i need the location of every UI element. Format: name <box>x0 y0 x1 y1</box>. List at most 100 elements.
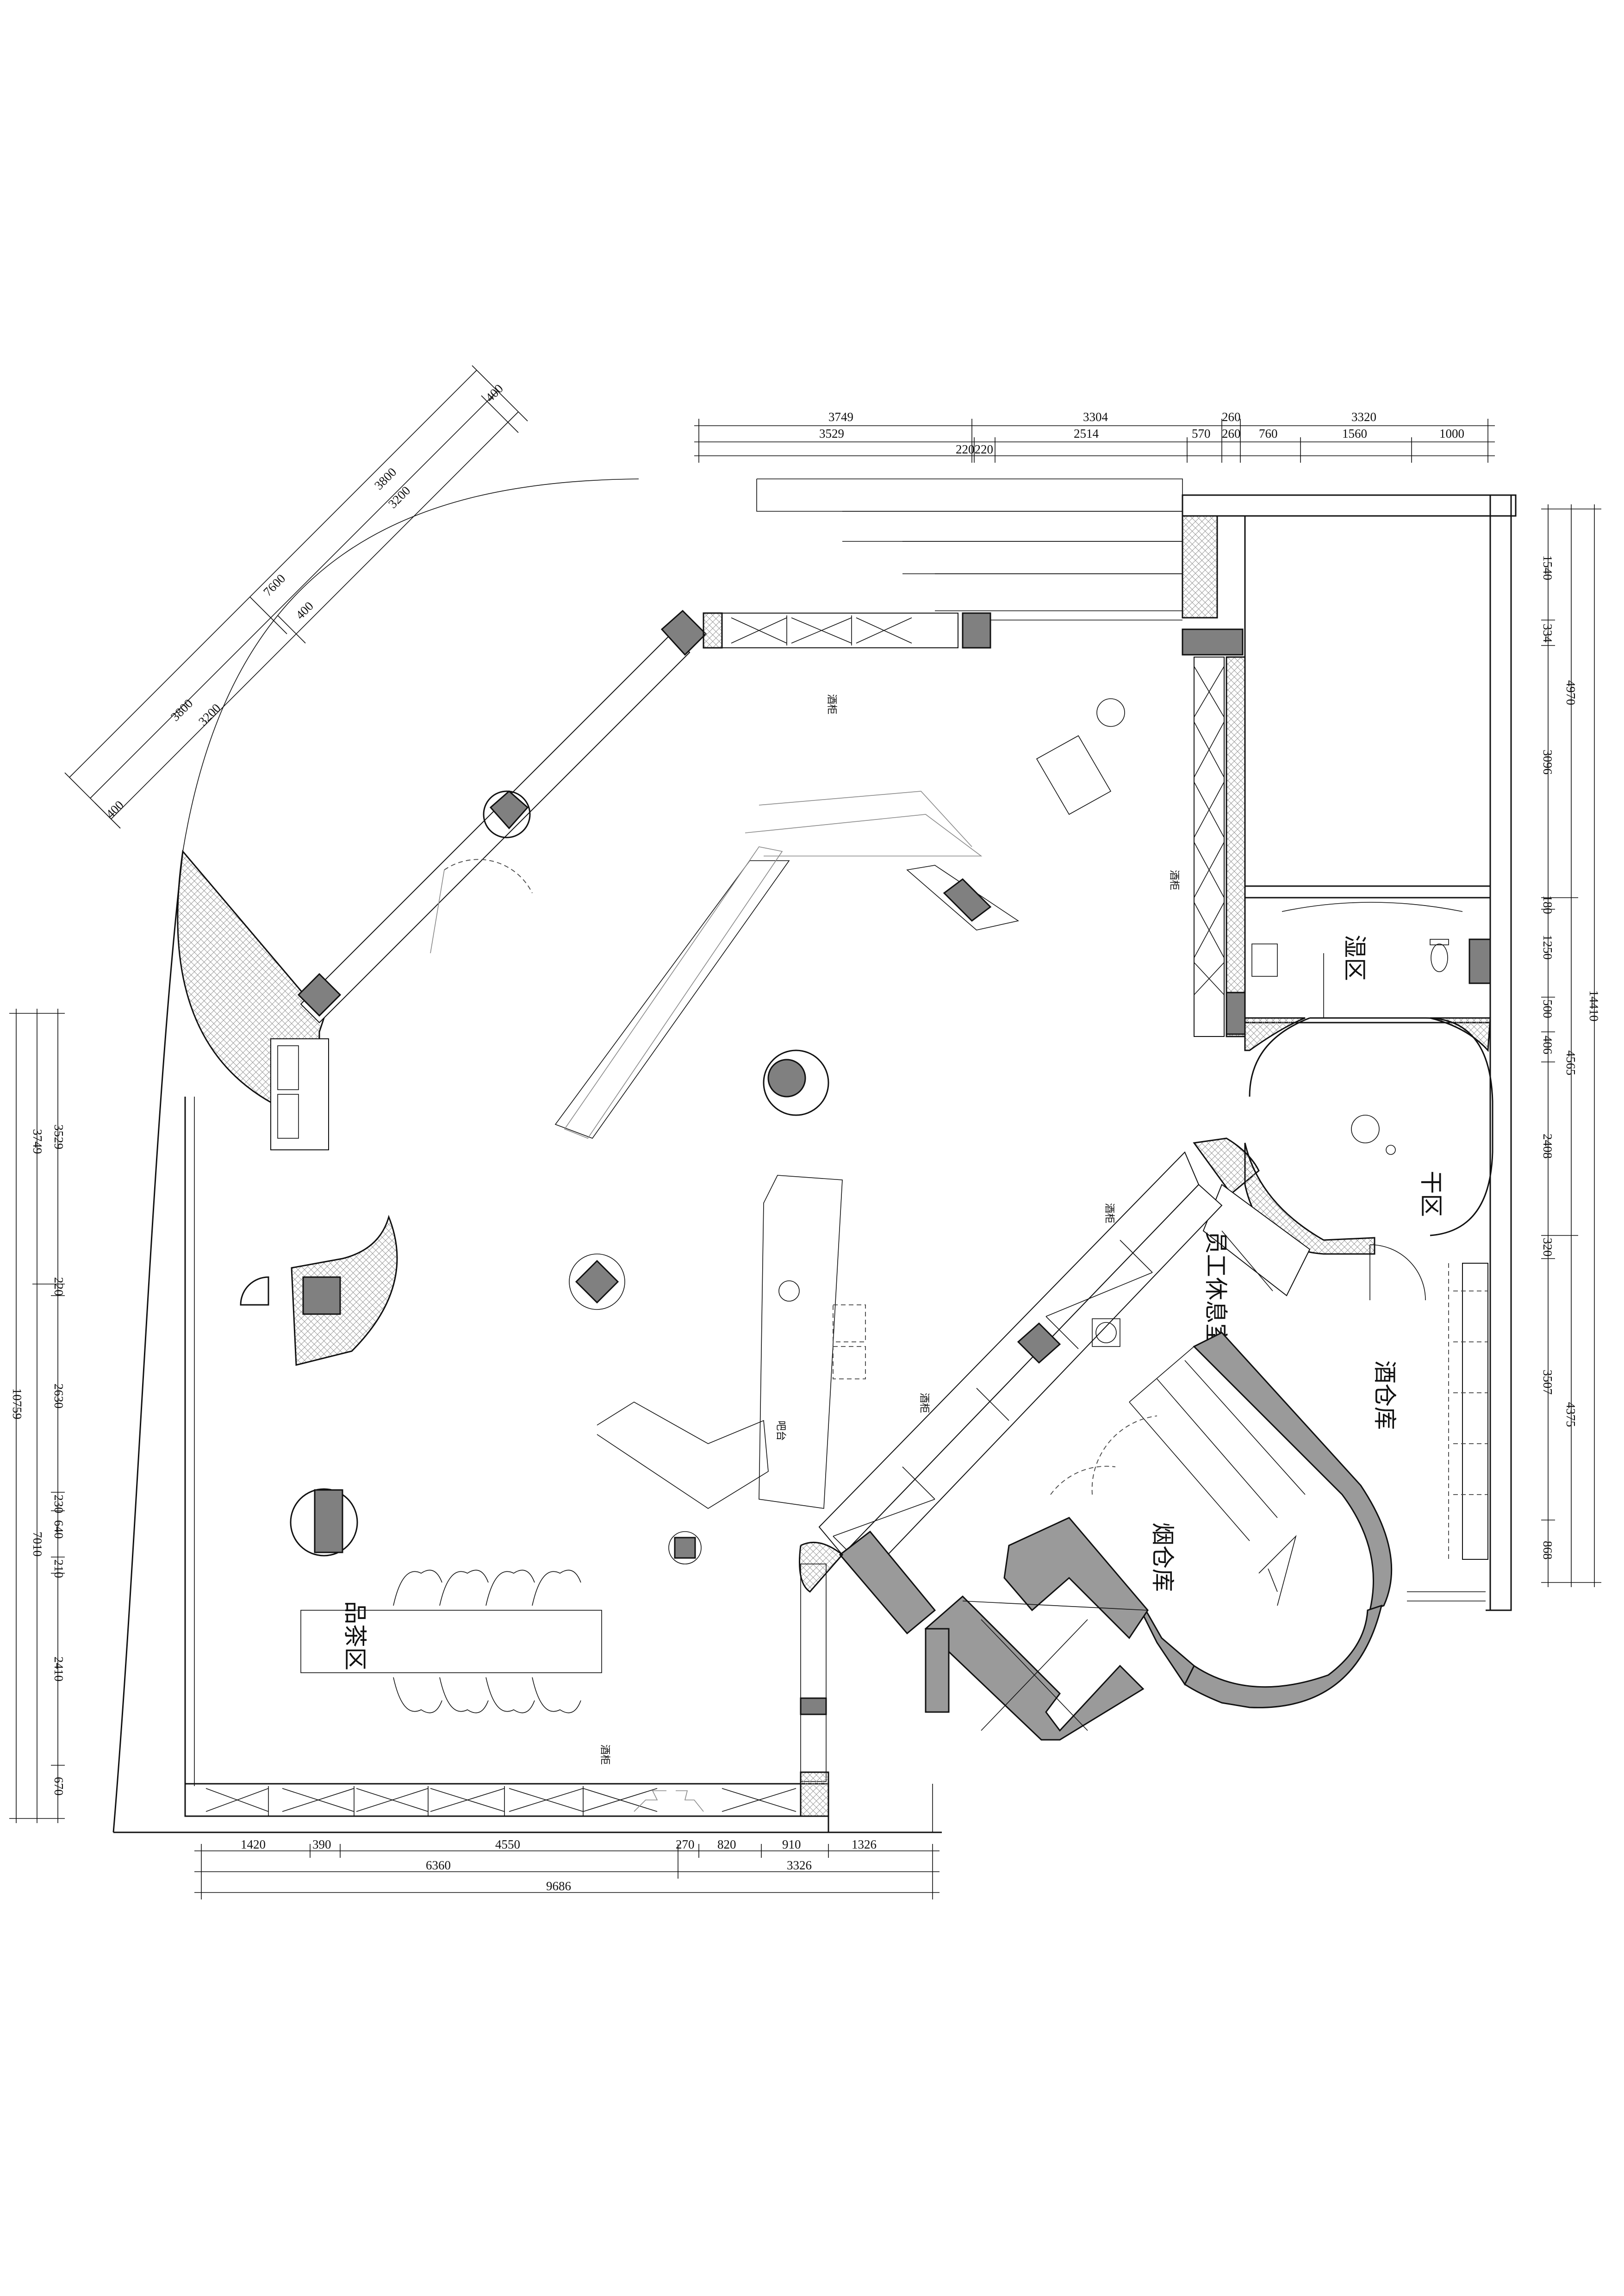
tea-table <box>300 1610 602 1673</box>
top-wine-cabinet <box>703 612 1182 649</box>
employee-lounge-label: 员工休息室 <box>1203 1231 1229 1347</box>
dim-right-4970: 4970 <box>1564 680 1578 705</box>
right-wine-cabinet <box>1182 515 1246 1037</box>
dim-right-1540: 1540 <box>1541 555 1555 580</box>
dim-left-670: 670 <box>52 1777 66 1796</box>
column <box>489 790 529 830</box>
wine-warehouse <box>1369 1244 1488 1601</box>
tea-zone <box>300 1570 602 1713</box>
east-wall <box>1489 494 1512 1611</box>
dim-right-406: 406 <box>1541 1036 1555 1055</box>
top-step-3 <box>902 541 1183 574</box>
south-east-corner <box>799 1541 844 1817</box>
wet-zone-room <box>1244 897 1491 1052</box>
dim-right-3507: 3507 <box>1541 1370 1555 1395</box>
dim-right-334: 334 <box>1541 624 1555 643</box>
dim-right-4565: 4565 <box>1564 1050 1578 1075</box>
diagonal-dimension-chain: 7600 3800 3800 3200 400 3200 400 400 <box>64 365 528 829</box>
main-hall <box>240 698 1125 1564</box>
top-cabinet-label: 酒柜 <box>826 694 838 714</box>
wine-warehouse-label: 酒仓库 <box>1372 1360 1398 1430</box>
dim-left-3749: 3749 <box>31 1129 44 1154</box>
dim-diag-7600: 7600 <box>261 571 288 599</box>
dim-diag-3800-a: 3800 <box>372 465 399 492</box>
dim-bottom-390: 390 <box>312 1837 331 1851</box>
dim-left-230: 230 <box>52 1495 66 1514</box>
column <box>1226 992 1246 1035</box>
dim-top2-5: 760 <box>1259 427 1278 441</box>
dim-left-2630: 2630 <box>52 1384 66 1409</box>
dim-left-210: 210 <box>52 1559 66 1578</box>
column <box>674 1537 696 1559</box>
column <box>1468 938 1491 984</box>
dim-right-14410: 14410 <box>1587 990 1601 1022</box>
bottom-dimension-chain: 1420 390 4550 270 820 910 1326 6360 3326… <box>194 1837 940 1899</box>
column <box>302 1276 341 1315</box>
top-step-1 <box>756 478 1183 512</box>
dim-top2-1: 3529 <box>819 427 844 441</box>
toilet <box>1431 943 1448 972</box>
service-room <box>839 1465 1149 1741</box>
column <box>800 1697 827 1715</box>
column <box>943 878 992 922</box>
dim-top2-2: 2514 <box>1074 427 1099 441</box>
dim-diag-400-c: 400 <box>483 381 506 404</box>
column <box>1017 1322 1061 1364</box>
right-cabinet-label: 酒柜 <box>1169 870 1180 890</box>
dim-left-3529: 3529 <box>52 1124 66 1149</box>
dim-right-180: 180 <box>1541 895 1555 914</box>
dim-diag-3200-a: 3200 <box>386 484 413 511</box>
diag-cabinet-label-1: 酒柜 <box>1104 1203 1115 1223</box>
west-arc-upper <box>182 478 639 852</box>
column <box>575 1260 619 1304</box>
dim-right-4375: 4375 <box>1564 1402 1578 1427</box>
south-cabinet-label: 酒柜 <box>599 1744 611 1765</box>
dim-top2-6: 1560 <box>1342 427 1367 441</box>
dim-top-3: 260 <box>1222 410 1241 424</box>
dim-top3: 220220 <box>956 442 993 456</box>
dry-zone-room <box>1249 1017 1493 1236</box>
column <box>962 612 991 649</box>
dim-bottom-1420: 1420 <box>241 1837 266 1851</box>
dim-diag-400-b: 400 <box>103 798 126 821</box>
nw-diagonal-wall <box>297 609 707 1024</box>
column <box>1182 628 1244 656</box>
column <box>314 1489 343 1553</box>
dim-diag-3800-b: 3800 <box>168 696 195 724</box>
dim-right-320: 320 <box>1541 1238 1555 1257</box>
dim-left-220: 220 <box>52 1277 66 1296</box>
column <box>767 1059 806 1098</box>
dim-left-7010: 7010 <box>31 1532 44 1557</box>
dim-top2-4: 260 <box>1222 427 1241 441</box>
dim-left-640: 640 <box>52 1520 66 1539</box>
dim-left-10759: 10759 <box>10 1388 24 1420</box>
north-wall <box>1182 494 1517 517</box>
dim-right-500: 500 <box>1541 999 1555 1018</box>
wet-zone-label: 湿区 <box>1342 935 1368 981</box>
left-dimension-chain: 3529 220 2630 230 640 210 2410 670 3749 … <box>9 1009 66 1823</box>
top-step-4 <box>935 573 1183 611</box>
dim-top2-3: 570 <box>1192 427 1211 441</box>
dim-right-3096: 3096 <box>1541 750 1555 775</box>
south-wall <box>184 1783 829 1817</box>
dim-bottom-3326: 3326 <box>787 1858 812 1872</box>
dim-bottom-6360: 6360 <box>426 1858 451 1872</box>
outer-walls <box>112 478 1517 1833</box>
column <box>297 973 342 1017</box>
west-arc-lower <box>112 851 184 1833</box>
top-dimension-chain: 3749 3304 260 3320 3529 2514 570 260 760… <box>694 410 1495 463</box>
tea-zone-label: 品茶区 <box>342 1601 368 1670</box>
cigar-warehouse <box>1091 1332 1393 1708</box>
bar-counter-label: 吧台 <box>775 1421 787 1441</box>
dim-top-1: 3749 <box>828 410 853 424</box>
south-wine-cabinet <box>205 1786 796 1816</box>
dim-top2-7: 1000 <box>1439 427 1464 441</box>
dim-bottom-270: 270 <box>676 1837 695 1851</box>
dim-bottom-4550: 4550 <box>495 1837 520 1851</box>
dim-bottom-820: 820 <box>717 1837 736 1851</box>
dim-left-2410: 2410 <box>52 1657 66 1682</box>
dry-zone-label: 干区 <box>1418 1171 1444 1217</box>
cigar-warehouse-label: 烟仓库 <box>1150 1522 1176 1592</box>
dim-bottom-1326: 1326 <box>852 1837 877 1851</box>
dim-right-1250: 1250 <box>1541 935 1555 960</box>
